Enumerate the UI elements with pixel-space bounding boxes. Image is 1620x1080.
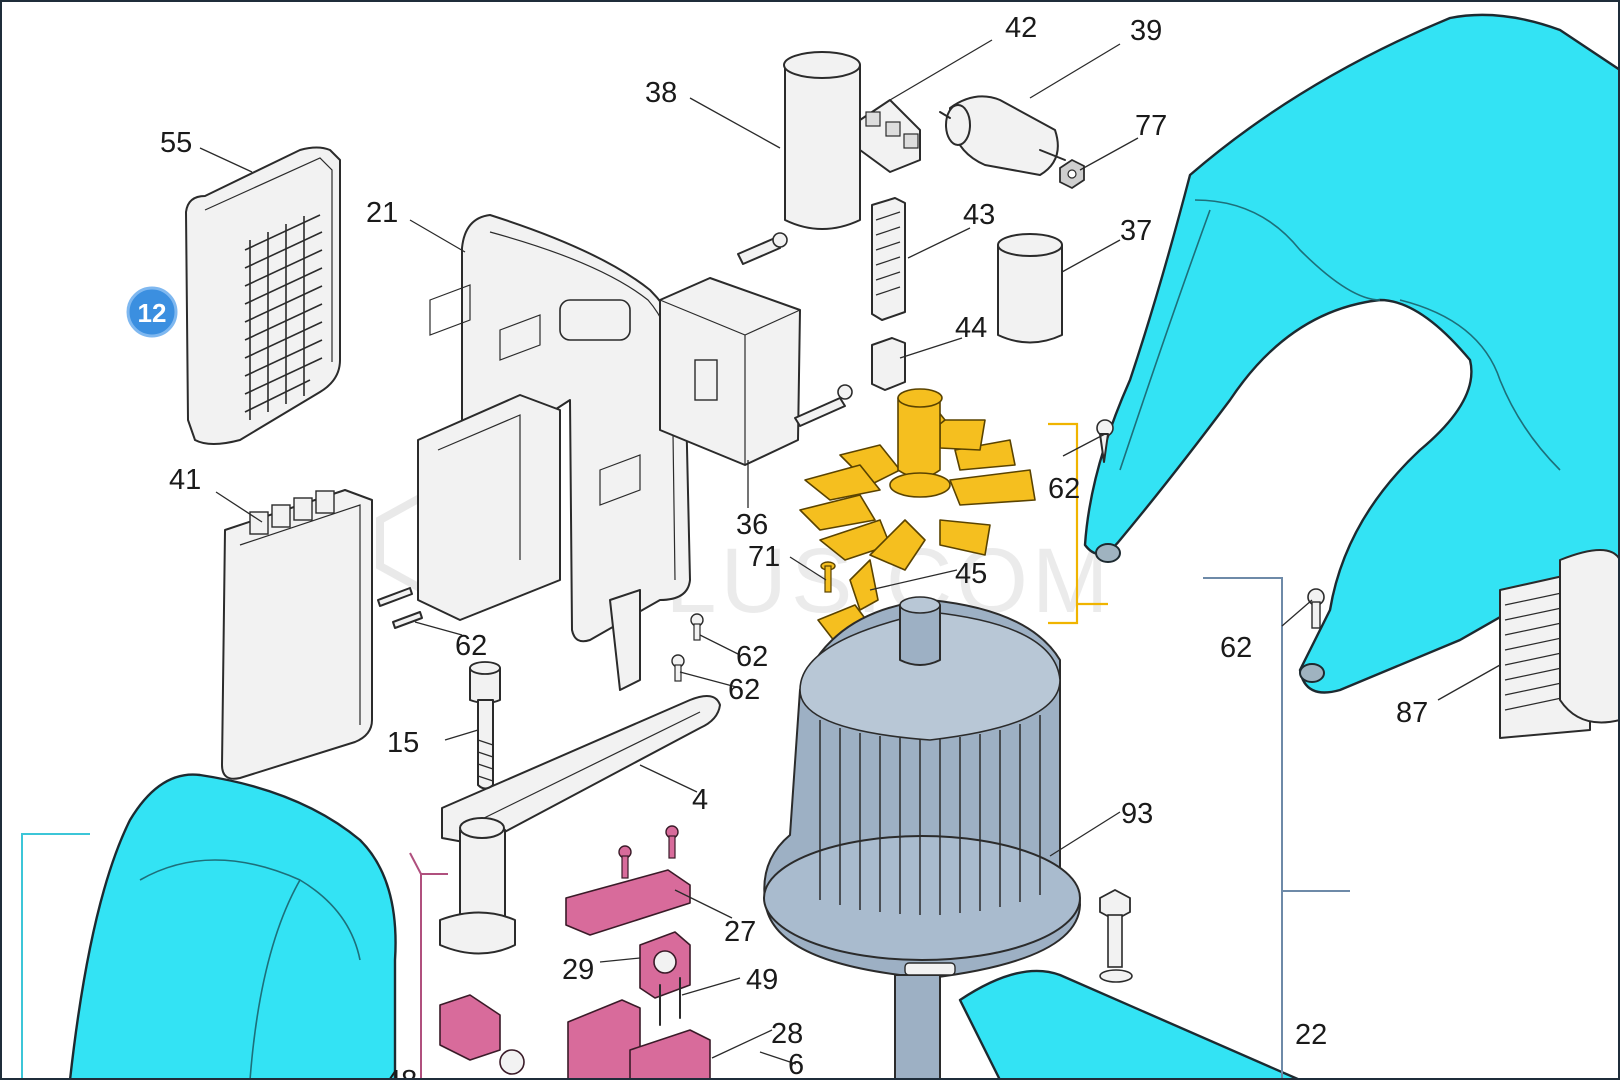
- part-connector-44[interactable]: [871, 337, 906, 391]
- part-capacitor-39[interactable]: [939, 95, 1066, 176]
- callout-labels: 55 21 38 42 39 77 43 37 44 36 62 41 71 4…: [160, 12, 1428, 1080]
- callout-62-fan: 62: [1048, 473, 1080, 505]
- part-cover-left[interactable]: [68, 773, 397, 1080]
- part-capacitor-38[interactable]: [737, 51, 861, 265]
- part-fan-clamp: [817, 559, 879, 643]
- part-control-box-21[interactable]: [417, 214, 691, 691]
- part-screw-62-right: [1307, 588, 1325, 629]
- part-bolt-base: [1099, 888, 1133, 983]
- callout-6: 6: [788, 1049, 804, 1080]
- callout-38: 38: [645, 77, 677, 109]
- callout-41: 41: [169, 464, 201, 496]
- badge-text: 12: [138, 298, 167, 328]
- part-base-track: [958, 969, 1302, 1080]
- callout-42: 42: [1005, 12, 1037, 44]
- leader-lines: [199, 39, 1501, 1065]
- part-fan-45[interactable]: [799, 388, 1036, 571]
- callout-37: 37: [1120, 215, 1152, 247]
- callout-49: 49: [746, 964, 778, 996]
- callout-15: 15: [387, 727, 419, 759]
- part-cover-right[interactable]: [1083, 13, 1620, 694]
- part-screw-transformer: [794, 384, 853, 427]
- callout-62-mid-top: 62: [736, 641, 768, 673]
- callout-21: 21: [366, 197, 398, 229]
- part-housing-28[interactable]: [567, 999, 711, 1080]
- callout-62-left: 62: [455, 630, 487, 662]
- part-connector-43[interactable]: [871, 197, 906, 321]
- callout-71: 71: [748, 541, 780, 573]
- badge-12[interactable]: 12: [126, 286, 178, 338]
- callout-44: 44: [955, 312, 987, 344]
- callout-27: 27: [724, 916, 756, 948]
- part-clamp-48[interactable]: [439, 994, 525, 1075]
- callout-45: 45: [955, 558, 987, 590]
- part-magnet-holder-29[interactable]: [639, 931, 691, 999]
- part-screw-62-top: [1096, 419, 1114, 463]
- part-bracket-27[interactable]: [565, 825, 691, 936]
- part-capacitor-37[interactable]: [997, 233, 1063, 344]
- part-board-41[interactable]: [221, 489, 373, 780]
- callout-55: 55: [160, 127, 192, 159]
- part-transformer-36[interactable]: [659, 277, 801, 466]
- callout-93: 93: [1121, 798, 1153, 830]
- part-grille-87[interactable]: [1499, 549, 1620, 739]
- part-screws-62-left: [377, 587, 704, 682]
- bracket-guides: [21, 422, 1350, 1080]
- part-nut-77[interactable]: [1059, 158, 1085, 190]
- callout-39: 39: [1130, 15, 1162, 47]
- callout-28: 28: [771, 1018, 803, 1050]
- part-bolt-15[interactable]: [469, 661, 501, 790]
- part-motor-93[interactable]: [763, 596, 1081, 1080]
- part-pins-49: [659, 977, 681, 1026]
- part-arm-4[interactable]: [439, 695, 721, 955]
- callout-62-mid-bottom: 62: [728, 674, 760, 706]
- callout-48: 48: [385, 1065, 417, 1080]
- callout-22: 22: [1295, 1019, 1327, 1051]
- part-front-cover-55[interactable]: [185, 146, 341, 445]
- callout-36: 36: [736, 509, 768, 541]
- callout-4: 4: [692, 784, 708, 816]
- callout-29: 29: [562, 954, 594, 986]
- callout-43: 43: [963, 199, 995, 231]
- callout-87: 87: [1396, 697, 1428, 729]
- callout-77: 77: [1135, 110, 1167, 142]
- callout-62-right: 62: [1220, 632, 1252, 664]
